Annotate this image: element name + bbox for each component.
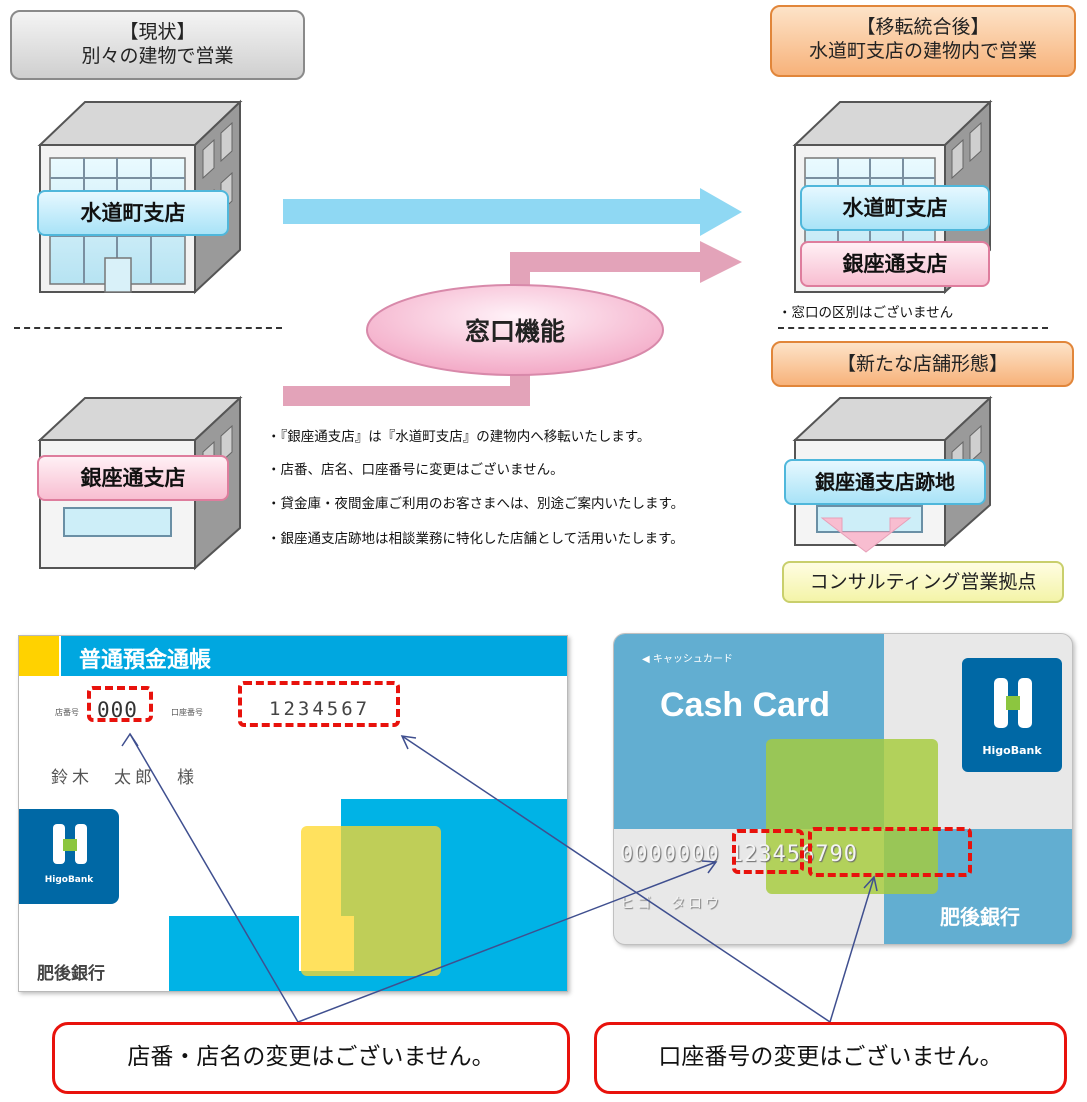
header-new-form-text: 【新たな店舗形態】 xyxy=(836,353,1008,375)
card-number-suffix: 90 xyxy=(829,842,858,867)
header-current-line2: 別々の建物で営業 xyxy=(81,45,234,67)
passbook-logo-text: HigoBank xyxy=(44,875,94,885)
callout-account-unchanged: 口座番号の変更はございません。 xyxy=(594,1022,1067,1094)
header-new-form: 【新たな店舗形態】 xyxy=(771,341,1074,387)
passbook-account-no-label: 口座番号 xyxy=(171,708,203,717)
callout-branch-text: 店番・店名の変更はございません。 xyxy=(127,1044,495,1070)
consulting-base-text: コンサルティング営業拠点 xyxy=(809,571,1037,593)
highlight-branch-no xyxy=(87,686,153,722)
note-4: ・銀座通支店跡地は相談業務に特化した店舗として活用いたします。 xyxy=(267,531,684,547)
window-function-text: 窓口機能 xyxy=(464,317,565,346)
passbook-title-band: 普通預金通帳 xyxy=(61,636,567,676)
label-suidocho-current: 水道町支店 xyxy=(37,190,229,236)
passbook-bank-name: 肥後銀行 xyxy=(37,964,105,984)
note-2: ・店番、店名、口座番号に変更はございません。 xyxy=(267,462,564,478)
note-3: ・貸金庫・夜間金庫ご利用のお客さまへは、別途ご案内いたします。 xyxy=(267,496,685,512)
header-current: 【現状】 別々の建物で営業 xyxy=(10,10,305,80)
highlight-account-no xyxy=(238,681,400,727)
card-holder-kana: ヒゴ タロウ xyxy=(620,896,722,912)
card-bank-name: 肥後銀行 xyxy=(940,905,1020,929)
label-ginza-site: 銀座通支店跡地 xyxy=(784,459,986,505)
note-1: ・『銀座通支店』は『水道町支店』の建物内へ移転いたします。 xyxy=(267,429,651,445)
label-ginza-after: 銀座通支店 xyxy=(800,241,990,287)
callout-account-text: 口座番号の変更はございません。 xyxy=(658,1044,1003,1070)
card-logo: HigoBank xyxy=(962,658,1062,772)
passbook: 普通預金通帳 店番号 000 口座番号 1234567 鈴木 太郎 様 Higo… xyxy=(18,635,568,992)
blue-arrow xyxy=(283,188,742,236)
header-after-merger: 【移転統合後】 水道町支店の建物内で営業 xyxy=(770,5,1076,77)
header-current-line1: 【現状】 xyxy=(119,21,196,43)
card-chip-deco xyxy=(766,739,938,894)
window-note: ・窓口の区別はございません xyxy=(778,305,954,321)
card-logo-text: HigoBank xyxy=(982,744,1042,757)
higobank-logo-icon xyxy=(53,824,87,864)
header-after-line2: 水道町支店の建物内で営業 xyxy=(808,40,1037,62)
callout-branch-unchanged: 店番・店名の変更はございません。 xyxy=(52,1022,570,1094)
passbook-title: 普通預金通帳 xyxy=(79,648,212,673)
highlight-card-account xyxy=(808,827,972,877)
divider-right xyxy=(778,327,1048,329)
window-function-oval xyxy=(366,284,664,376)
passbook-deco-yellow xyxy=(301,826,441,976)
higobank-logo-card-icon xyxy=(994,678,1032,728)
card-number-prefix: 0000 xyxy=(620,842,677,867)
passbook-branch-no-label: 店番号 xyxy=(55,708,79,717)
card-top-label: ◀ キャッシュカード xyxy=(642,654,733,665)
passbook-account-no: 1234567 xyxy=(269,698,371,720)
label-suidocho-after: 水道町支店 xyxy=(800,185,990,231)
down-arrow-icon xyxy=(820,517,912,553)
passbook-logo: HigoBank xyxy=(19,809,119,904)
label-ginza-current: 銀座通支店 xyxy=(37,455,229,501)
divider-left xyxy=(14,327,282,329)
consulting-base-box: コンサルティング営業拠点 xyxy=(782,561,1064,603)
highlight-card-branch xyxy=(732,829,804,874)
header-after-line1: 【移転統合後】 xyxy=(856,16,990,38)
card-title: Cash Card xyxy=(660,686,831,724)
card-number-account: 1234567 xyxy=(729,842,830,867)
passbook-yellow-tab xyxy=(19,636,59,676)
